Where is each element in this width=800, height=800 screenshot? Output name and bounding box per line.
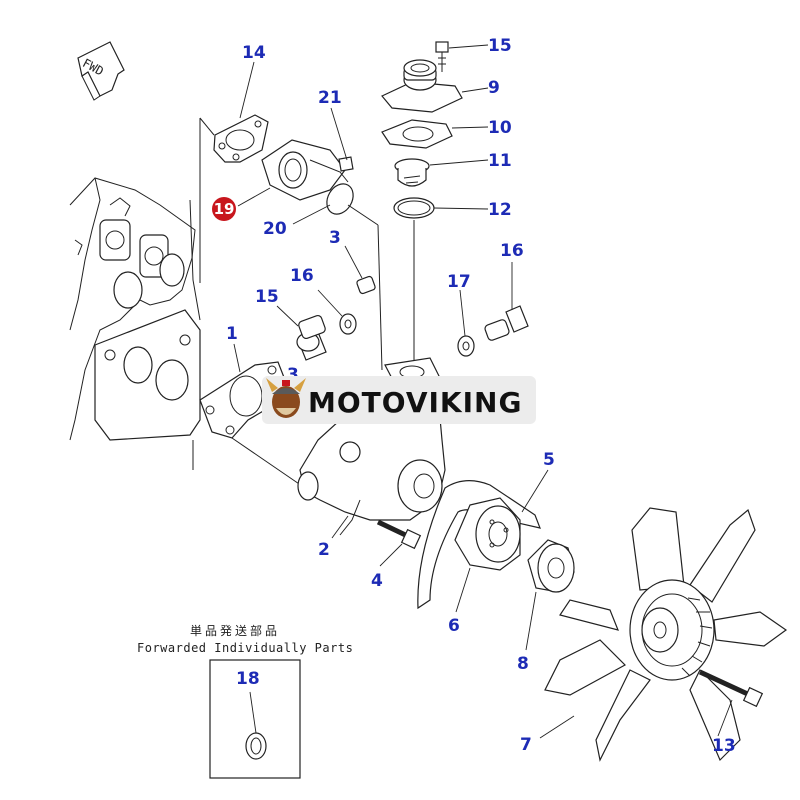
part-18-oring bbox=[245, 691, 267, 760]
part-11-gasket bbox=[381, 119, 489, 149]
callout-19: 19 bbox=[214, 200, 235, 218]
watermark-backdrop bbox=[262, 376, 536, 424]
part-19-housing bbox=[237, 139, 349, 207]
callout-21: 21 bbox=[318, 88, 342, 108]
callout-9: 13 bbox=[712, 736, 736, 756]
part-20-plug bbox=[292, 183, 354, 225]
callout-8: 8 bbox=[517, 654, 529, 674]
part-16-plug-left bbox=[276, 305, 327, 361]
part-10-cover bbox=[381, 59, 489, 113]
watermark: MOTOVIKING bbox=[262, 376, 536, 424]
part-17-washer-left bbox=[317, 289, 357, 335]
callout-7: 7 bbox=[520, 735, 532, 755]
part-7-fan bbox=[539, 507, 788, 762]
callout-10: 9 bbox=[488, 78, 500, 98]
callout-2: 2 bbox=[318, 540, 330, 560]
part-15-bolt bbox=[435, 41, 489, 72]
callout-13: 12 bbox=[488, 200, 512, 220]
callout-12: 11 bbox=[488, 151, 512, 171]
callout-17-right: 17 bbox=[447, 272, 471, 292]
viking-logo-icon bbox=[266, 378, 306, 418]
callout-3-upper: 3 bbox=[329, 228, 341, 248]
part-12-thermostat bbox=[394, 158, 489, 187]
callout-15: 15 bbox=[488, 36, 512, 56]
callout-3-lower: 3 bbox=[287, 365, 299, 385]
highlight-badge bbox=[212, 197, 236, 221]
callout-6: 6 bbox=[448, 616, 460, 636]
callout-1: 1 bbox=[226, 324, 238, 344]
callout-18: 18 bbox=[236, 669, 260, 689]
forwarded-title-en: Forwarded Individually Parts bbox=[137, 641, 353, 655]
part-14-gasket bbox=[213, 61, 269, 163]
callout-11: 10 bbox=[488, 118, 512, 138]
forwarded-parts-section: 単品発送部品 Forwarded Individually Parts bbox=[137, 623, 353, 779]
part-4-bolt bbox=[376, 519, 422, 567]
callout-17-left: 16 bbox=[290, 266, 314, 286]
callout-16-right: 16 bbox=[500, 241, 524, 261]
part-16-plug-right bbox=[484, 262, 529, 341]
callout-20: 20 bbox=[263, 219, 287, 239]
watermark-text: MOTOVIKING bbox=[308, 386, 522, 419]
fwd-direction-marker: FWD bbox=[77, 41, 125, 101]
callout-5: 5 bbox=[543, 450, 555, 470]
engine-block bbox=[69, 177, 201, 470]
callout-16-left: 15 bbox=[255, 287, 279, 307]
part-9-bolt bbox=[698, 669, 764, 737]
part-13-oring bbox=[393, 197, 489, 219]
callout-14: 14 bbox=[242, 43, 266, 63]
callout-4: 4 bbox=[371, 571, 383, 591]
part-6-pulley bbox=[454, 497, 521, 613]
part-8-spacer bbox=[525, 539, 575, 651]
part-21-bolt bbox=[330, 107, 354, 172]
forwarded-title-jp: 単品発送部品 bbox=[190, 623, 280, 638]
callout-19-highlight[interactable]: 19 bbox=[212, 197, 236, 221]
part-17-washer-right bbox=[457, 289, 475, 357]
callout-numbers: 14 15 21 9 10 11 12 20 3 16 16 17 15 1 3… bbox=[226, 36, 736, 756]
part-3-plug-upper bbox=[344, 245, 376, 295]
forwarded-parts-box bbox=[209, 659, 301, 779]
